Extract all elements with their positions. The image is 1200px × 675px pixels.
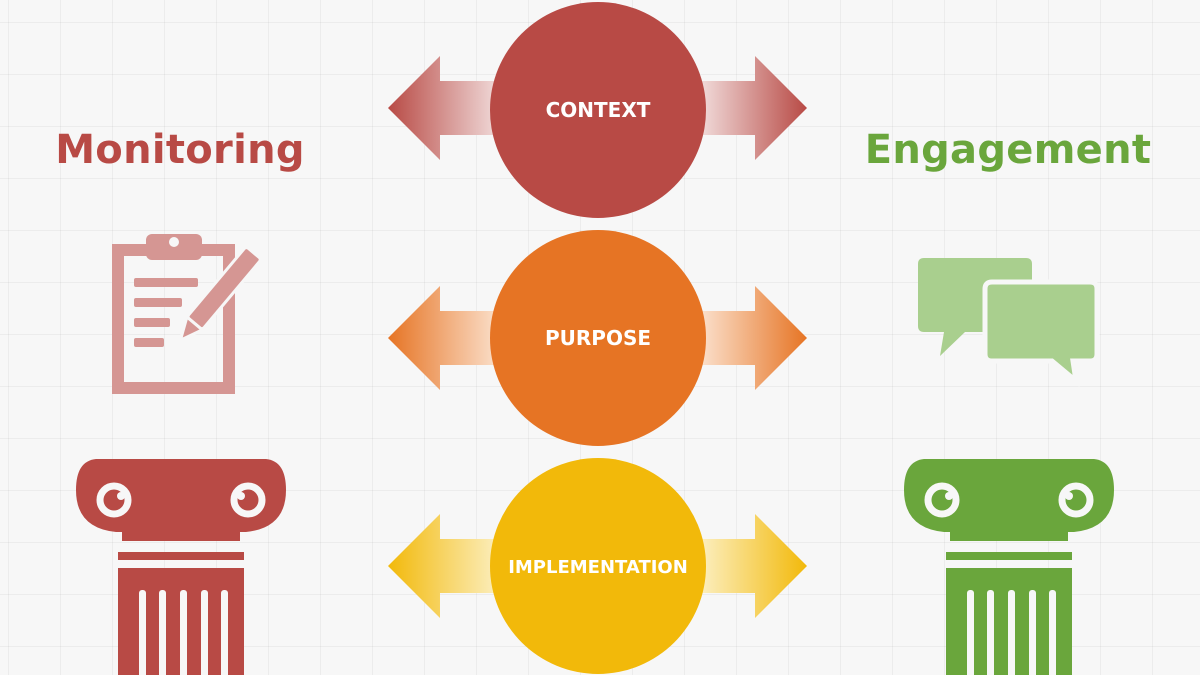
- purpose-circle: [490, 230, 706, 446]
- context-circle: [490, 2, 706, 218]
- purpose-arrow-right: [700, 286, 807, 390]
- implementation-node: IMPLEMENTATION: [388, 458, 807, 674]
- context-node: CONTEXT: [388, 2, 807, 218]
- implementation-arrow-left: [388, 514, 500, 618]
- purpose-label: PURPOSE: [545, 326, 651, 350]
- implementation-circle: [490, 458, 706, 674]
- implementation-arrow-right: [700, 514, 807, 618]
- purpose-arrow-left: [388, 286, 500, 390]
- context-arrow-left: [388, 56, 500, 160]
- speech-bubbles-icon: [918, 258, 1100, 388]
- monitoring-pillar: [76, 459, 286, 675]
- context-arrow-right: [700, 56, 807, 160]
- engagement-title: Engagement: [865, 127, 1152, 173]
- engagement-pillar: [904, 459, 1114, 675]
- implementation-label: IMPLEMENTATION: [508, 557, 688, 578]
- context-label: CONTEXT: [546, 98, 651, 122]
- monitoring-title: Monitoring: [55, 127, 305, 173]
- clipboard-pencil-icon: [112, 234, 262, 394]
- purpose-node: PURPOSE: [388, 230, 807, 446]
